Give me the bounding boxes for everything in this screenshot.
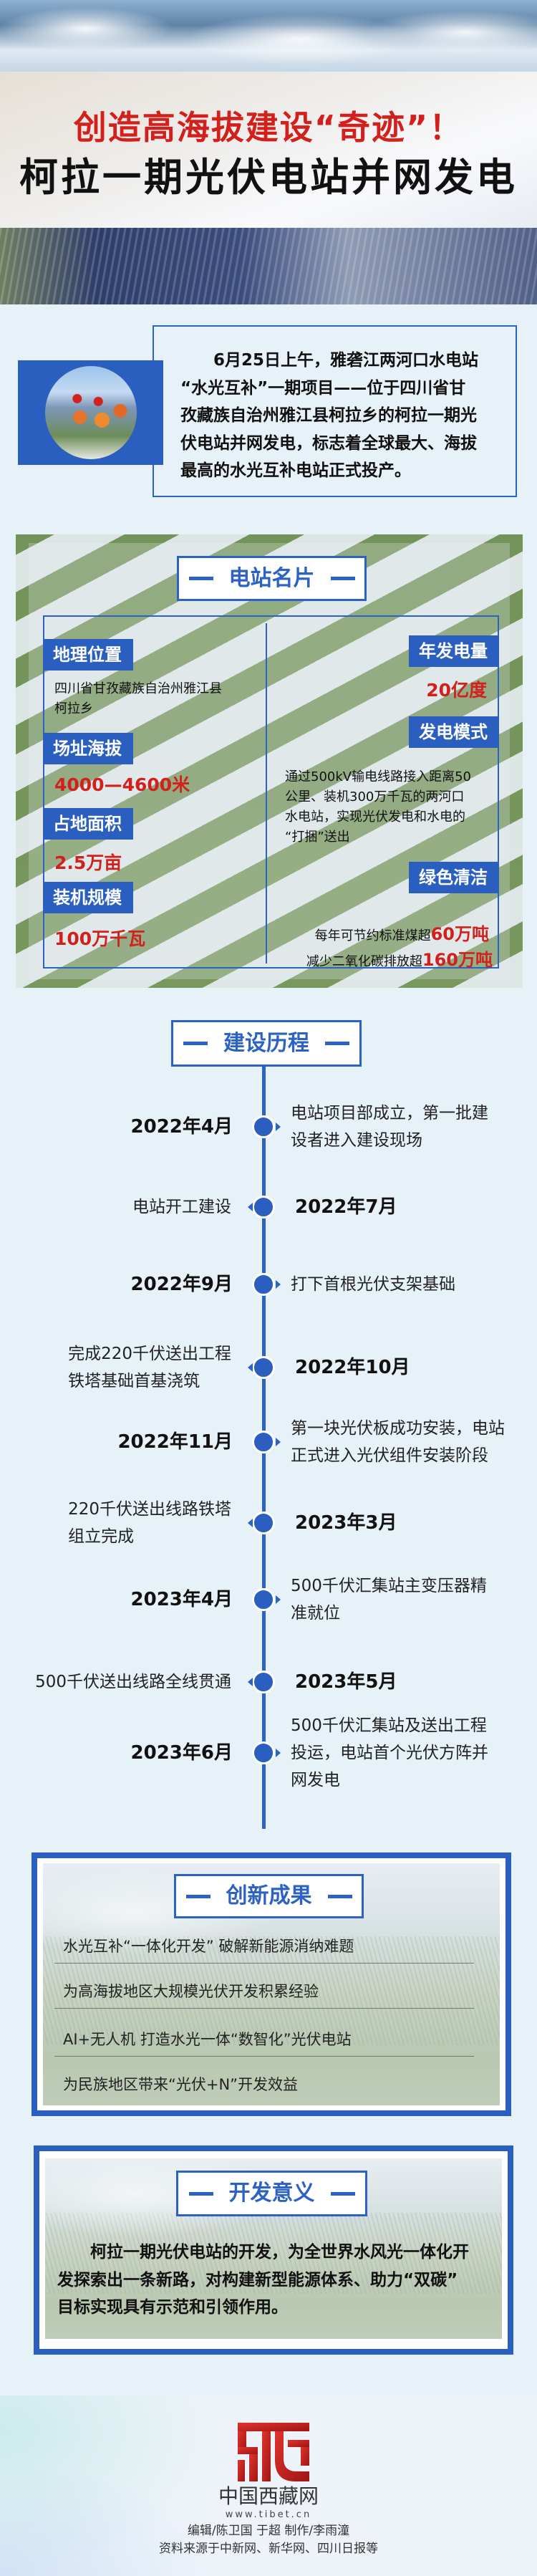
arrow-left-icon [248, 1678, 253, 1686]
timeline-dot [252, 1671, 275, 1693]
timeline-description: 第一块光伏板成功安装，电站 正式进入光伏组件安装阶段 [291, 1419, 505, 1465]
title-dash [188, 2191, 213, 2196]
arrow-right-icon [276, 1438, 281, 1446]
arrow-left-icon [248, 1363, 253, 1372]
timeline-date: 2022年7月 [295, 1196, 397, 1218]
title-dash [325, 1042, 349, 1045]
innovation-item: 为高海拔地区大规模光伏开发积累经验 [63, 1983, 319, 2000]
workers-photo [45, 366, 137, 459]
value-altitude: 4000—4600米 [54, 774, 190, 795]
timeline-dot [252, 1273, 275, 1296]
timeline-title: 建设历程 [171, 1020, 362, 1067]
label-capacity: 装机规模 [43, 882, 133, 913]
station-card-frame [43, 615, 499, 969]
intro-photo-frame [18, 360, 163, 465]
tibet-cn-logo-icon [238, 2423, 309, 2481]
label-area: 占地面积 [43, 808, 133, 840]
timeline-description: 电站开工建设 [132, 1198, 231, 1216]
title-dash [183, 1042, 208, 1045]
innovation-item: 水光互补“一体化开发” 破解新能源消纳难题 [63, 1938, 354, 1955]
timeline-dot [252, 1512, 275, 1534]
value-area: 2.5万亩 [54, 852, 122, 873]
timeline-date: 2023年6月 [130, 1742, 233, 1764]
timeline-date: 2023年4月 [130, 1589, 233, 1610]
title-dash [188, 577, 213, 580]
innovation-divider [54, 1963, 474, 1964]
timeline-date: 2023年5月 [295, 1671, 397, 1693]
footer-site-name: 中国西藏网 [218, 2484, 319, 2508]
footer-credits: 编辑/陈卫国 于超 制作/李雨潼 [187, 2524, 350, 2538]
arrow-right-icon [276, 1749, 281, 1757]
timeline-description: 电站项目部成立，第一批建 设者进入建设现场 [291, 1104, 488, 1150]
timeline-dot [252, 1741, 275, 1764]
label-annual-output: 年发电量 [409, 635, 499, 667]
value-annual-output: 20亿度 [426, 680, 487, 701]
label-location: 地理位置 [43, 639, 133, 671]
significance-title: 开发意义 [176, 2171, 367, 2216]
station-card-divider [266, 623, 267, 963]
innovation-item: AI+无人机 打造水光一体“数智化”光伏电站 [63, 2031, 352, 2048]
label-green-clean: 绿色清洁 [409, 862, 499, 893]
timeline-date: 2023年3月 [295, 1512, 397, 1534]
station-card-title: 电站名片 [177, 556, 367, 601]
timeline-dot [252, 1196, 275, 1219]
timeline-date: 2022年10月 [295, 1357, 410, 1378]
timeline-date: 2022年4月 [130, 1116, 233, 1138]
hero-title-band [0, 72, 537, 228]
innovation-divider [54, 2008, 474, 2009]
hero-title-line1: 创造高海拔建设“奇迹”！ [73, 108, 464, 147]
title-dash [330, 577, 355, 580]
intro-paragraph: 6月25日上午，雅砻江两河口水电站 “水光互补”一期项目——位于四川省甘 孜藏族… [180, 351, 479, 480]
footer-sources: 资料来源于中新网、新华网、四川日报等 [159, 2542, 378, 2556]
intro-box [153, 325, 517, 497]
hero-sky-photo [0, 0, 537, 72]
timeline-date: 2022年9月 [130, 1274, 233, 1295]
innovation-divider [54, 2056, 474, 2057]
timeline-description: 500千伏汇集站主变压器精 准就位 [291, 1577, 487, 1623]
value-capacity: 100万千瓦 [54, 928, 146, 949]
timeline-description: 完成220千伏送出工程 铁塔基础首基浇筑 [68, 1345, 231, 1390]
timeline-description: 220千伏送出线路铁塔 组立完成 [68, 1500, 231, 1546]
footer-url[interactable]: www.tibet.cn [225, 2509, 312, 2520]
hero-solar-field-photo [0, 228, 537, 304]
label-altitude: 场址海拔 [43, 733, 133, 764]
green-line-coal-text: 每年可节约标准煤超 [314, 928, 431, 943]
timeline-description: 500千伏汇集站及送出工程 投运，电站首个光伏方阵并 网发电 [291, 1716, 488, 1789]
hero-title-line2: 柯拉一期光伏电站并网发电 [19, 155, 518, 200]
timeline-description: 打下首根光伏支架基础 [291, 1275, 455, 1294]
innovation-item: 为民族地区带来“光伏+N”开发效益 [63, 2076, 299, 2093]
green-line-co2-text: 减少二氧化碳排放超 [306, 954, 422, 969]
title-dash [327, 1894, 352, 1898]
innovation-title: 创新成果 [174, 1874, 364, 1918]
timeline-dot [252, 1588, 275, 1611]
innovation-title-text: 创新成果 [226, 1883, 312, 1908]
green-line-co2: 减少二氧化碳排放超160万吨 [290, 930, 493, 994]
label-generation-mode: 发电模式 [409, 716, 499, 748]
arrow-left-icon [248, 1519, 253, 1527]
timeline-dot [252, 1115, 275, 1138]
value-location: 四川省甘孜藏族自治州雅江县 柯拉乡 [54, 681, 222, 716]
timeline-title-text: 建设历程 [223, 1030, 309, 1056]
timeline-description: 500千伏送出线路全线贯通 [35, 1673, 231, 1691]
timeline-dot [252, 1431, 275, 1453]
arrow-right-icon [276, 1123, 281, 1131]
arrow-right-icon [276, 1280, 281, 1289]
timeline-dot [252, 1356, 275, 1379]
significance-paragraph: 柯拉一期光伏电站的开发，为全世界水风光一体化开 发探索出一条新路，对构建新型能源… [57, 2243, 469, 2317]
significance-title-text: 开发意义 [228, 2181, 315, 2206]
title-dash [185, 1894, 211, 1898]
arrow-right-icon [276, 1595, 281, 1604]
station-card-title-text: 电站名片 [228, 565, 315, 591]
value-generation-mode: 通过500kV输电线路接入距离50 公里、装机300万千瓦的两河口 水电站，实现… [285, 769, 471, 845]
arrow-left-icon [248, 1203, 253, 1211]
timeline-date: 2022年11月 [117, 1431, 233, 1453]
green-line-coal: 每年可节约标准煤超60万吨 [299, 904, 489, 969]
title-dash [330, 2191, 355, 2196]
green-line-co2-value: 160万吨 [422, 950, 493, 970]
green-line-coal-value: 60万吨 [430, 924, 489, 944]
